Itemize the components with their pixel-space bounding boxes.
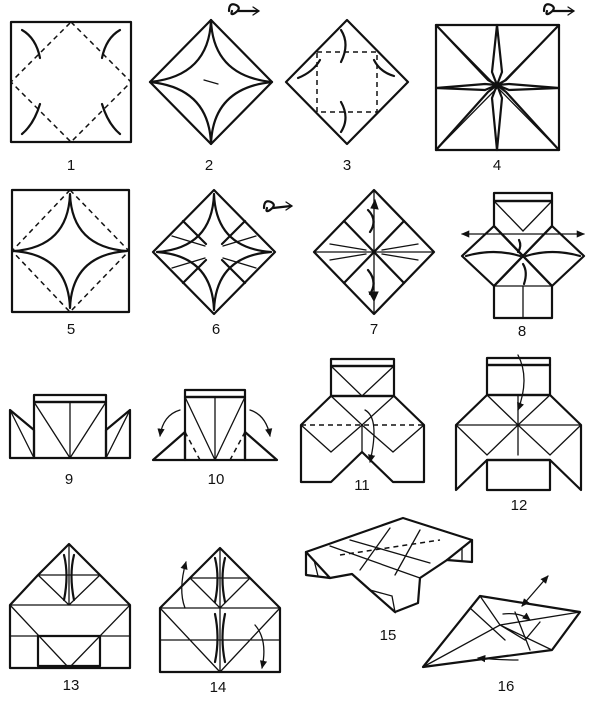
step-14-figure [158,546,282,674]
step-1-figure [9,20,133,144]
step-11-figure [299,357,426,484]
step-9-figure [8,393,132,460]
step-11-number: 11 [354,477,370,494]
turn-over-icon [542,3,576,16]
step-5-number: 5 [67,321,75,338]
step-2-number: 2 [205,157,213,174]
step-8-number: 8 [518,323,526,340]
step-15-figure [304,516,474,614]
step-13-figure [8,542,132,670]
step-5-figure [10,188,131,314]
step-9-number: 9 [65,471,73,488]
step-3-number: 3 [343,157,351,174]
step-6-figure [151,188,277,316]
step-7-figure [312,188,436,316]
step-16-number: 16 [498,678,515,695]
step-10-number: 10 [208,471,225,488]
step-4-number: 4 [493,157,501,174]
turn-over-icon [227,3,261,16]
step-10-figure [151,388,279,462]
step-2-figure [148,18,274,146]
step-4-figure [434,23,561,152]
step-15-number: 15 [380,627,397,644]
step-16-figure [421,575,582,669]
step-8-figure [460,191,586,320]
step-14-number: 14 [210,679,227,696]
step-12-number: 12 [511,497,528,514]
step-6-number: 6 [212,321,220,338]
turn-over-icon [262,200,294,213]
step-7-number: 7 [370,321,378,338]
step-1-number: 1 [67,157,75,174]
step-3-figure [284,18,410,146]
step-12-figure [454,354,583,492]
step-13-number: 13 [63,677,80,694]
